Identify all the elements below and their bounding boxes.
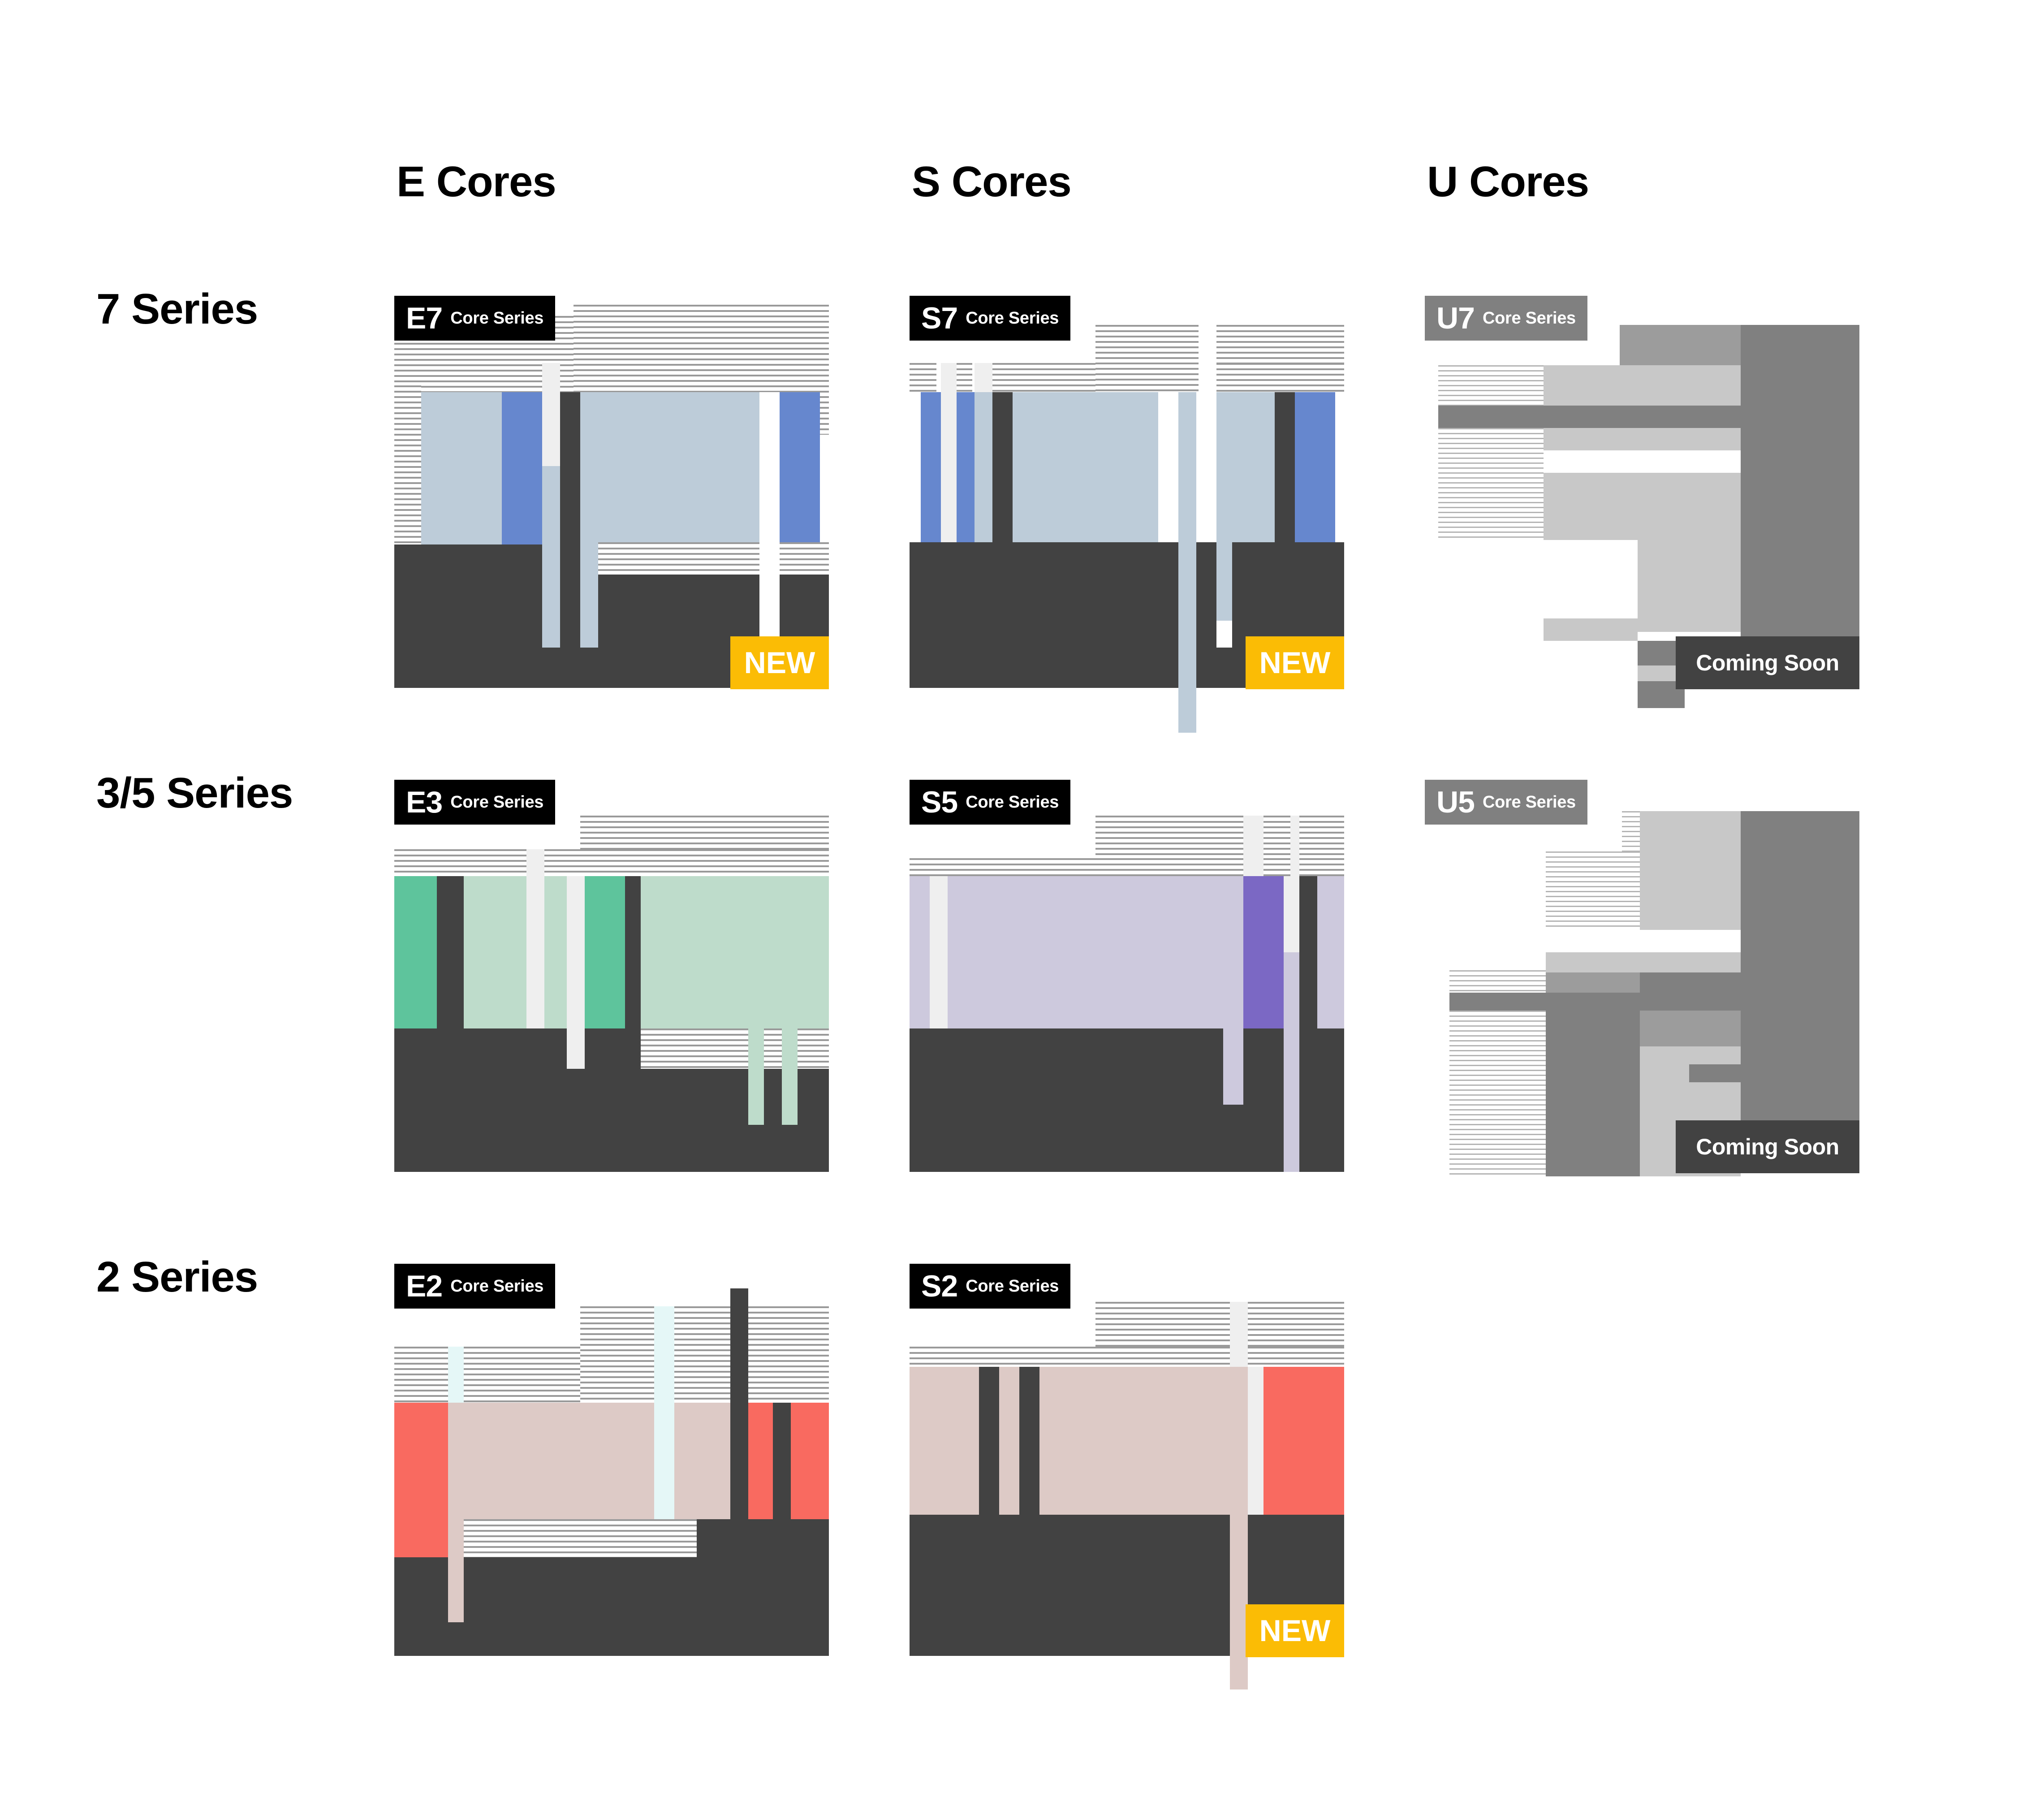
product-card-e7[interactable]: E7 Core Series NEW: [394, 296, 829, 690]
series-subtitle-e7: Core Series: [450, 309, 544, 328]
row-label-3-5-series: 3/5 Series: [96, 769, 293, 817]
series-badge-e7: E7 Core Series: [394, 296, 556, 341]
series-badge-u7: U7 Core Series: [1425, 296, 1587, 341]
product-card-e2[interactable]: E2 Core Series: [394, 1264, 829, 1658]
series-subtitle-e3: Core Series: [450, 793, 544, 812]
column-header-u-cores: U Cores: [1427, 158, 1589, 206]
series-subtitle-u7: Core Series: [1482, 309, 1576, 328]
series-code-e7: E7: [406, 301, 443, 335]
product-card-u5[interactable]: U5 Core Series Coming Soon: [1425, 780, 1859, 1176]
status-badge-coming-soon-u5: Coming Soon: [1676, 1120, 1859, 1173]
product-card-e3[interactable]: E3 Core Series: [394, 780, 829, 1174]
series-subtitle-s7: Core Series: [966, 309, 1059, 328]
series-subtitle-u5: Core Series: [1482, 793, 1576, 812]
row-label-7-series: 7 Series: [96, 285, 258, 333]
series-code-u5: U5: [1436, 785, 1475, 819]
series-badge-s5: S5 Core Series: [910, 780, 1071, 825]
status-badge-new-s2: NEW: [1246, 1604, 1344, 1657]
product-card-u7[interactable]: U7 Core Series Coming Soon: [1425, 296, 1859, 708]
product-art-u5: [1425, 780, 1859, 1176]
status-badge-new-e7: NEW: [730, 636, 829, 689]
series-subtitle-s2: Core Series: [966, 1277, 1059, 1296]
product-art-s2: [910, 1264, 1344, 1689]
product-card-s2[interactable]: S2 Core Series NEW: [910, 1264, 1344, 1689]
product-art-e2: [394, 1264, 829, 1658]
product-art-s5: [910, 780, 1344, 1174]
column-header-e-cores: E Cores: [397, 158, 556, 206]
series-badge-s2: S2 Core Series: [910, 1264, 1071, 1309]
series-badge-s7: S7 Core Series: [910, 296, 1071, 341]
series-code-e2: E2: [406, 1269, 443, 1303]
series-code-s5: S5: [921, 785, 958, 819]
product-art-e7: [394, 296, 829, 690]
series-badge-u5: U5 Core Series: [1425, 780, 1587, 825]
product-card-s5[interactable]: S5 Core Series: [910, 780, 1344, 1174]
series-badge-e3: E3 Core Series: [394, 780, 556, 825]
status-badge-new-s7: NEW: [1246, 636, 1344, 689]
product-card-s7[interactable]: S7 Core Series NEW: [910, 296, 1344, 733]
series-code-s7: S7: [921, 301, 958, 335]
product-art-s7: [910, 296, 1344, 733]
series-code-e3: E3: [406, 785, 443, 819]
series-subtitle-s5: Core Series: [966, 793, 1059, 812]
status-badge-coming-soon-u7: Coming Soon: [1676, 636, 1859, 689]
series-code-u7: U7: [1436, 301, 1475, 335]
series-badge-e2: E2 Core Series: [394, 1264, 556, 1309]
product-art-e3: [394, 780, 829, 1174]
series-subtitle-e2: Core Series: [450, 1277, 544, 1296]
row-label-2-series: 2 Series: [96, 1253, 258, 1301]
column-header-s-cores: S Cores: [912, 158, 1072, 206]
product-art-u7: [1425, 296, 1859, 708]
series-code-s2: S2: [921, 1269, 958, 1303]
